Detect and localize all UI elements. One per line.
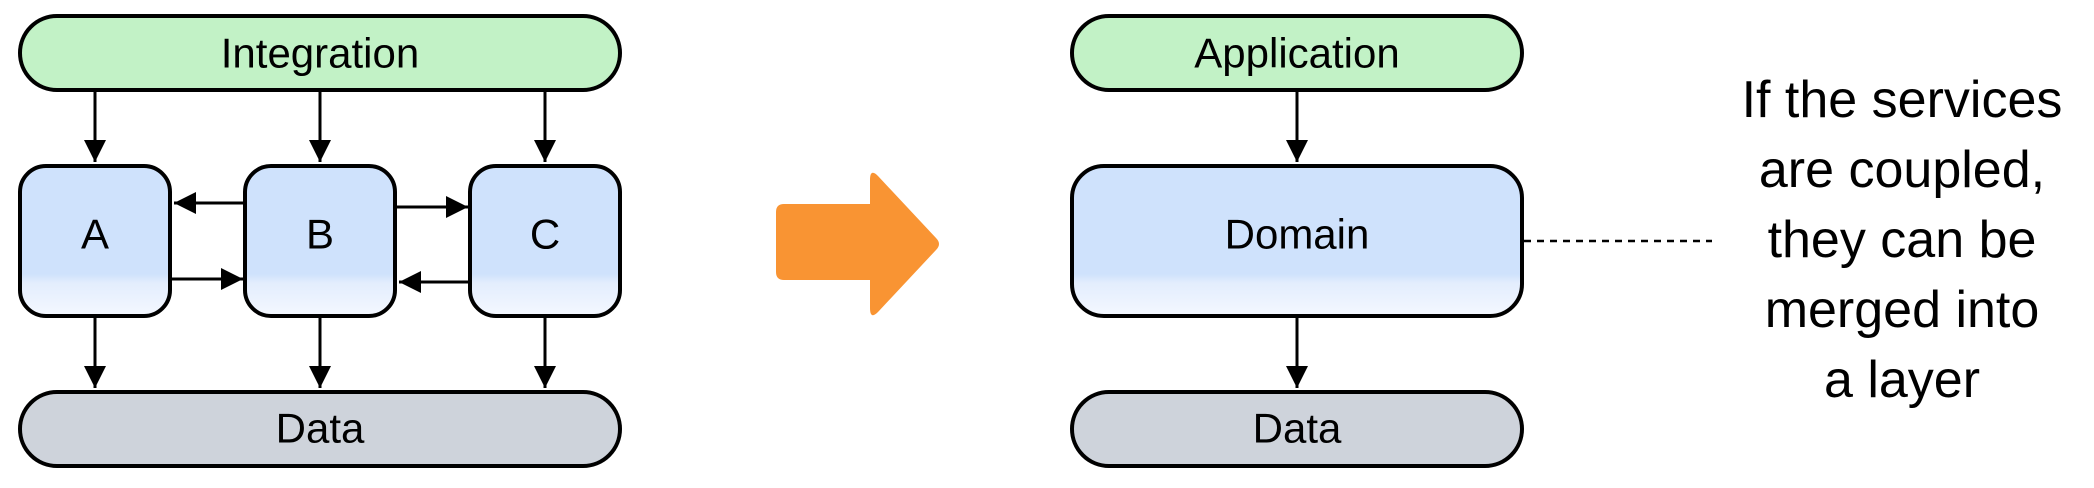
application-layer: Application <box>1070 14 1524 92</box>
service-coupling-arrows <box>172 192 470 293</box>
data-layer-left: Data <box>18 390 622 468</box>
service-a-label: A <box>81 211 109 258</box>
services-to-data-arrows <box>84 318 556 388</box>
left-diagram: Integration A B C <box>18 14 622 468</box>
data-label-left: Data <box>276 405 365 452</box>
service-c-label: C <box>530 211 560 258</box>
integration-to-services-arrows <box>84 92 556 162</box>
note-line-2: are coupled, <box>1759 141 2045 199</box>
note-line-1: If the services <box>1742 71 2063 129</box>
note-line-3: they can be <box>1768 211 2037 269</box>
integration-label: Integration <box>221 30 419 77</box>
service-b-label: B <box>306 211 334 258</box>
domain-layer: Domain <box>1070 164 1524 318</box>
domain-label: Domain <box>1225 211 1370 258</box>
service-c: C <box>468 164 622 318</box>
note-line-5: a layer <box>1824 351 1980 409</box>
right-diagram: Application Domain Data <box>1070 14 1712 468</box>
right-arrow-icon <box>776 172 939 316</box>
note-line-4: merged into <box>1765 281 2040 339</box>
data-layer-right: Data <box>1070 390 1524 468</box>
service-b: B <box>243 164 397 318</box>
application-label: Application <box>1194 30 1399 77</box>
service-a: A <box>18 164 172 318</box>
data-label-right: Data <box>1253 405 1342 452</box>
annotation-note: If the services are coupled, they can be… <box>1742 71 2063 409</box>
integration-layer: Integration <box>18 14 622 92</box>
